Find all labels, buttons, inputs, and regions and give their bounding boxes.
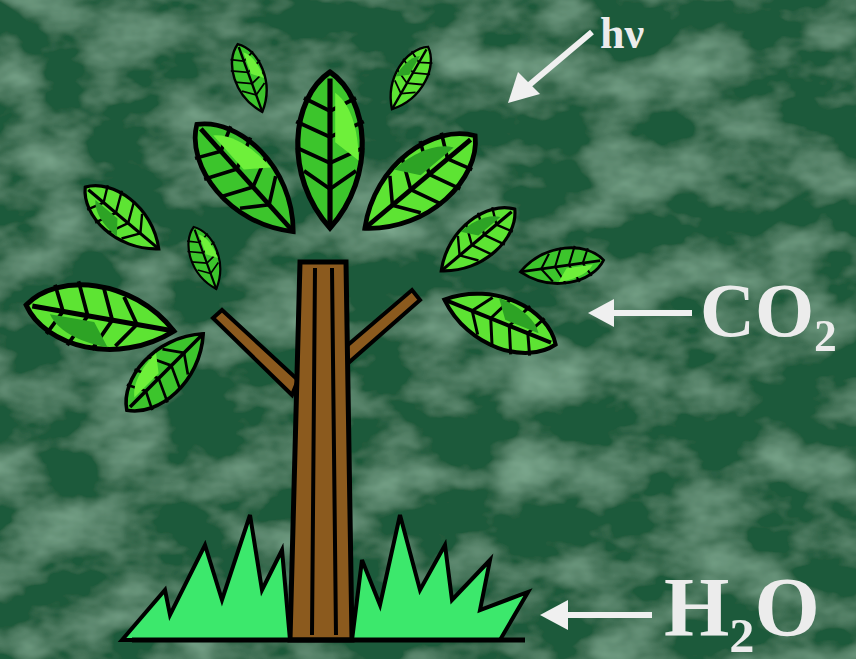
gas-label: CO₂ xyxy=(700,272,837,348)
light-label: hν xyxy=(600,12,644,56)
water-label: H₂O xyxy=(664,566,820,650)
